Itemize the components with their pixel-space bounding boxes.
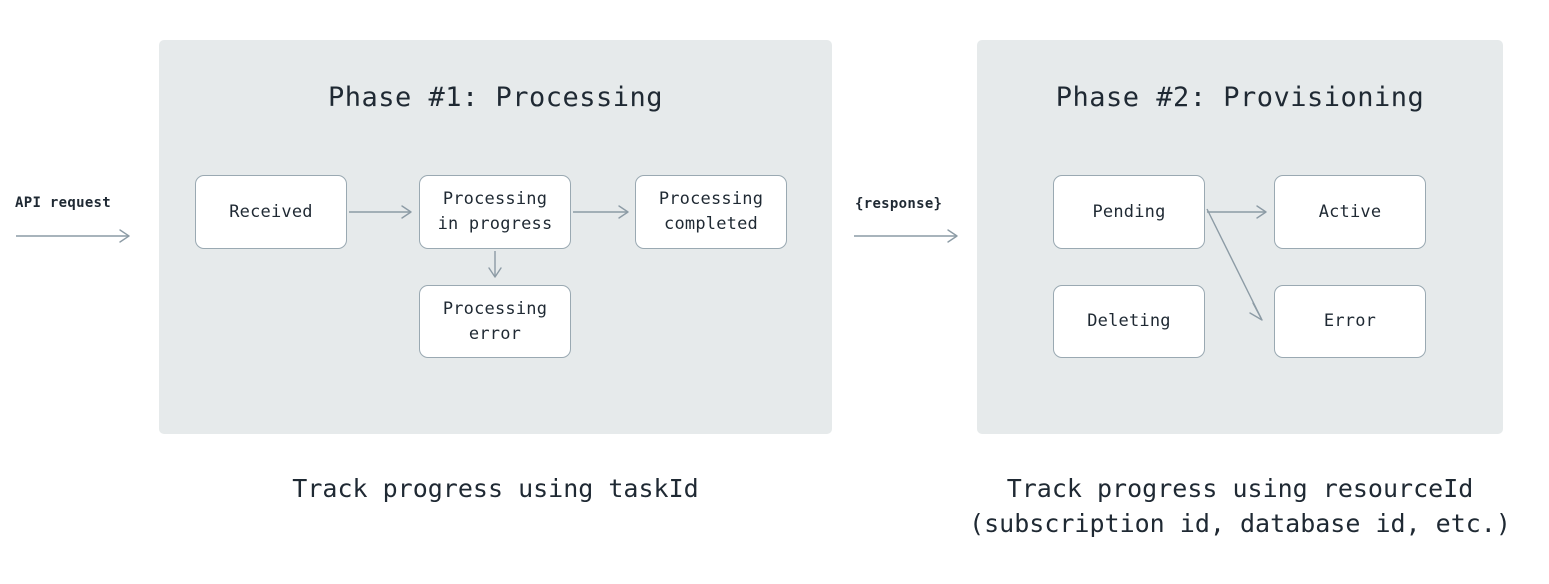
phase-1-caption: Track progress using taskId <box>292 474 699 503</box>
node-pending[interactable]: Pending <box>1053 175 1205 249</box>
arrow-response <box>854 229 958 243</box>
node-deleting[interactable]: Deleting <box>1053 285 1205 358</box>
node-processing-error[interactable]: Processing error <box>419 285 571 358</box>
phase-1-title: Phase #1: Processing <box>327 82 664 113</box>
api-request-label: API request <box>15 195 112 211</box>
phase-2-caption: Track progress using resourceId (subscri… <box>969 474 1511 538</box>
node-processing-in-progress[interactable]: Processing in progress <box>419 175 571 249</box>
response-label: {response} <box>855 196 943 212</box>
node-active[interactable]: Active <box>1274 175 1426 249</box>
arrow-api-request <box>16 229 130 243</box>
node-processing-completed[interactable]: Processing completed <box>635 175 787 249</box>
phase-2-title: Phase #2: Provisioning <box>1055 82 1425 113</box>
node-error[interactable]: Error <box>1274 285 1426 358</box>
node-received[interactable]: Received <box>195 175 347 249</box>
